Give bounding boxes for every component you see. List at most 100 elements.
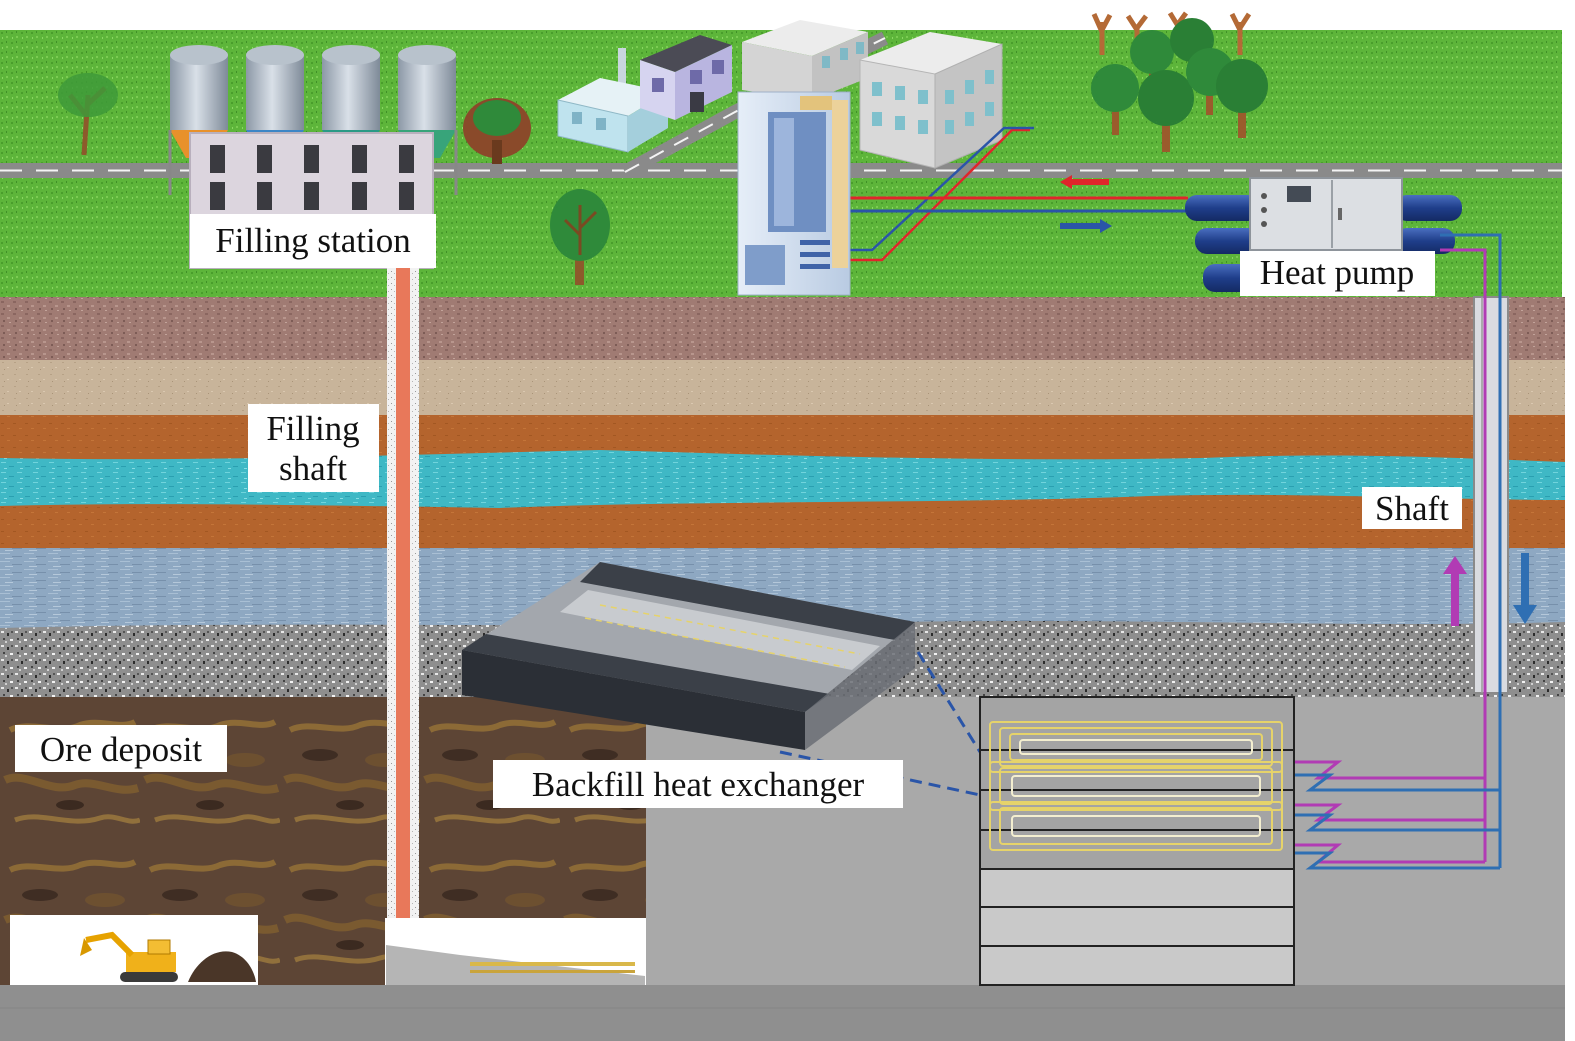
tree-cluster — [1091, 11, 1268, 152]
loop-pipes — [1295, 233, 1502, 870]
label-shaft: Shaft — [1362, 487, 1462, 529]
label-backfill-heat-exchanger: Backfill heat exchanger — [493, 760, 903, 808]
label-text-line2: shaft — [279, 449, 347, 488]
tower-stripe — [800, 240, 830, 245]
silo-top — [170, 45, 228, 65]
label-box — [1362, 487, 1462, 529]
office-window — [945, 120, 954, 134]
tower-lobby — [745, 245, 785, 285]
house-icon — [640, 35, 732, 120]
stratum-sand — [0, 360, 1565, 415]
station-window — [210, 145, 225, 173]
label-text-line1: Filling — [266, 409, 359, 448]
block-back-wall — [580, 562, 915, 640]
pump-cylinder — [1185, 195, 1260, 221]
bare-tree — [1229, 12, 1252, 55]
station-window — [257, 182, 272, 210]
silo-top — [398, 45, 456, 65]
excavation-face — [10, 915, 258, 985]
silo-top — [322, 45, 380, 65]
pump-cylinder — [1395, 195, 1462, 221]
tree-trunk — [1112, 95, 1119, 135]
coil-loop — [999, 807, 1273, 845]
station-window — [210, 182, 225, 210]
pump-handle — [1338, 208, 1342, 220]
pump-indicator — [1261, 221, 1267, 227]
office-window — [822, 56, 830, 68]
backfill-heat-exchanger-block — [462, 562, 915, 750]
arrow-up-icon — [1443, 556, 1467, 626]
stack-row — [979, 906, 1295, 947]
tower-glass-highlight — [774, 118, 794, 226]
station-window — [257, 145, 272, 173]
arrow-head — [1443, 556, 1467, 574]
block-coil-line — [584, 617, 846, 668]
tower-stripe — [800, 264, 830, 269]
backfill-rail — [470, 962, 635, 966]
block-trough — [560, 590, 880, 670]
excavator-track — [120, 972, 178, 982]
coil-loop — [1011, 815, 1261, 837]
tree-icon — [463, 98, 531, 164]
office-wall — [859, 59, 936, 169]
tree-branches — [563, 205, 598, 255]
filling-pipe — [396, 268, 410, 920]
label-box — [190, 214, 436, 268]
block-front-wall — [462, 634, 830, 712]
station-window — [399, 182, 414, 210]
office-window — [945, 90, 954, 104]
office-window — [895, 86, 905, 100]
office-window — [895, 116, 905, 130]
stratum-gravel-red — [0, 297, 1565, 360]
loop-return-pipe — [1440, 233, 1502, 868]
coil-loop — [989, 721, 1283, 773]
block-coil-line — [599, 604, 861, 655]
label-box — [15, 725, 227, 772]
tree-crown — [58, 73, 118, 117]
coil-loop — [1009, 733, 1263, 761]
loop-supply-branch — [1295, 760, 1485, 780]
stope-stack — [979, 696, 1295, 986]
office-window — [872, 82, 882, 96]
excavator-body — [126, 952, 176, 972]
arrow-shaft — [1521, 553, 1529, 607]
tree-trunk — [1206, 85, 1213, 115]
bottom-rock-band — [0, 985, 1565, 1041]
arrow-shaft — [1451, 572, 1459, 626]
station-window — [352, 145, 367, 173]
callout-line — [916, 651, 982, 753]
office-window — [918, 90, 928, 104]
excavator-bucket — [80, 938, 92, 956]
label-box — [493, 760, 903, 808]
stack-exchanger-section — [979, 696, 1295, 870]
label-text: Ore deposit — [40, 730, 203, 769]
station-window — [399, 145, 414, 173]
coil-loop — [1011, 775, 1261, 797]
office-building-icon — [742, 20, 868, 100]
label-filling-station: Filling station — [190, 214, 436, 268]
tree-crown — [1216, 59, 1268, 113]
silo-body — [398, 55, 456, 130]
house-roof — [640, 35, 732, 72]
coil-loop — [1019, 739, 1253, 755]
tree-crown — [473, 100, 521, 136]
coil-loop — [999, 727, 1273, 767]
tree-crown — [1130, 30, 1174, 74]
shaft-wall — [1473, 296, 1509, 694]
tree-trunk — [492, 140, 502, 164]
office-building-icon — [859, 32, 1003, 169]
office-window — [856, 42, 864, 54]
house-window — [690, 70, 702, 84]
office-window — [918, 120, 928, 134]
block-front-face — [462, 650, 805, 750]
tree-trunk — [1162, 110, 1170, 152]
office-window — [985, 102, 994, 116]
block-right-face — [805, 622, 915, 750]
backfill-slope — [385, 918, 646, 985]
tower-gold-strip — [832, 100, 848, 268]
arrow-down-icon — [1513, 553, 1537, 624]
office-window — [985, 70, 994, 84]
office-window — [965, 112, 974, 126]
heat-exchange-coils — [989, 721, 1283, 851]
